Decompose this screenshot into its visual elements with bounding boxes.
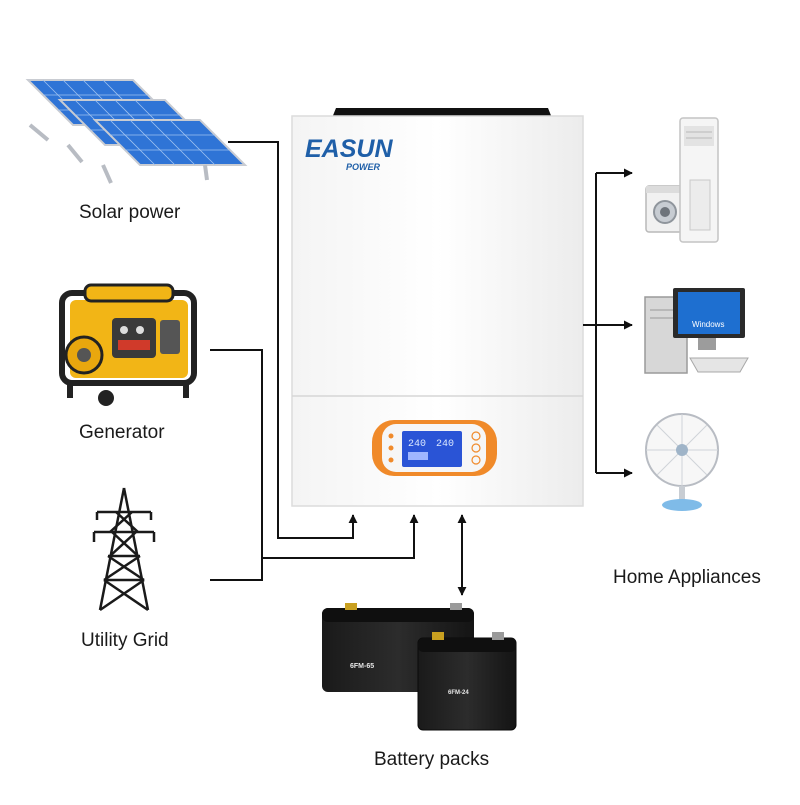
home-appliances-label: Home Appliances — [613, 567, 761, 588]
inverter-unit: EASUN POWER 240 240 — [291, 108, 584, 507]
monitor-os-text: Windows — [692, 320, 724, 329]
battery-packs-label: Battery packs — [374, 749, 490, 770]
brand-logo-main: EASUN — [305, 135, 393, 163]
battery-large-model: 6FM-65 — [350, 663, 374, 670]
generator-icon — [59, 283, 197, 406]
lcd-reading-2: 240 — [436, 439, 454, 450]
washing-machine-icon — [645, 185, 685, 233]
connection-lines — [210, 141, 633, 596]
lcd-reading-1: 240 — [408, 439, 426, 450]
transmission-tower-icon — [92, 487, 156, 612]
electric-fan-icon — [645, 413, 719, 511]
desktop-computer-icon: Windows — [644, 288, 749, 374]
brand-logo-sub: POWER — [346, 162, 381, 172]
solar-power-label: Solar power — [79, 202, 181, 223]
utility-grid-label: Utility Grid — [81, 630, 169, 651]
enter-button-icon[interactable] — [471, 443, 481, 453]
down-button-icon[interactable] — [471, 455, 481, 465]
control-panel: 240 240 — [372, 420, 497, 476]
air-conditioner-icon — [679, 117, 719, 243]
up-button-icon[interactable] — [471, 431, 481, 441]
grid-to-inverter-line — [210, 558, 263, 581]
solar-to-inverter-line — [228, 141, 358, 539]
battery-small-model: 6FM-24 — [448, 690, 469, 696]
battery-small-icon: 6FM-24 — [417, 632, 517, 731]
solar-panels-icon — [25, 79, 248, 184]
generator-label: Generator — [79, 422, 165, 443]
